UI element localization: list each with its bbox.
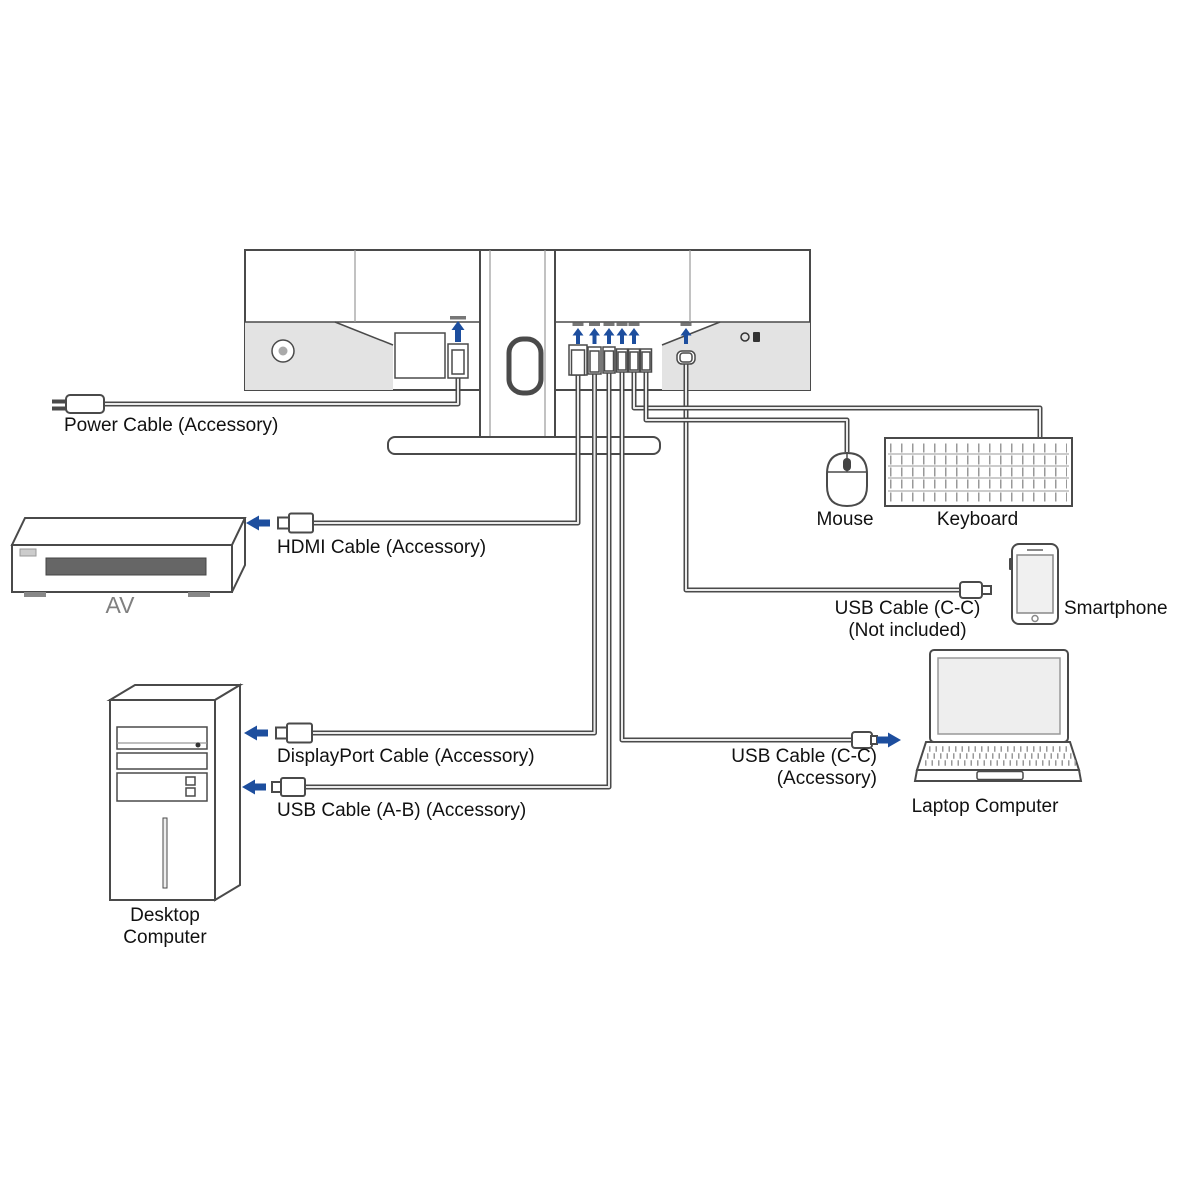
- hdmi-connector-tip: [277, 516, 290, 530]
- left-arrow-icon: [246, 515, 270, 531]
- usb-cc-phone-label-line1: USB Cable (C-C): [834, 598, 981, 619]
- phone-home-button: [1031, 614, 1039, 623]
- desktop-label-line1: Desktop: [130, 905, 200, 926]
- av-display: [19, 548, 37, 557]
- av-foot-left: [24, 592, 46, 597]
- power-prong-top: [52, 399, 66, 404]
- drive-bay-1: [116, 726, 208, 750]
- tower-side: [214, 683, 241, 902]
- up-arrow-icon: [628, 328, 640, 344]
- kensington-lock-icon: [740, 332, 750, 342]
- left-arrow-icon: [244, 725, 268, 741]
- power-plug-body: [65, 394, 105, 414]
- power-cable-label: Power Cable (Accessory): [64, 415, 279, 436]
- usb-ab-connector-body: [280, 777, 306, 797]
- displayport-connector-body: [286, 722, 313, 744]
- laptop: [913, 649, 1083, 782]
- keyboard-label: Keyboard: [936, 509, 1019, 530]
- cable-management-hole: [506, 336, 544, 396]
- power-plug: [451, 349, 465, 375]
- usb-cc-laptop-label-line1: USB Cable (C-C): [731, 746, 877, 767]
- tower-vent-slot: [162, 817, 168, 889]
- usb-a-plug-1: [629, 351, 639, 371]
- port-arrows: [451, 321, 692, 344]
- usb-c-plug-2: [679, 352, 693, 363]
- usb-c-plug-1: [617, 351, 627, 371]
- desktop-tower: [106, 683, 244, 902]
- connectors: [52, 394, 992, 797]
- up-arrow-icon: [589, 328, 600, 344]
- monitor-left-shade: [245, 322, 393, 390]
- cables: [104, 361, 1043, 790]
- mouse-scroll-wheel: [843, 458, 851, 471]
- usb-ab-cable-line: [305, 369, 612, 790]
- usb-ab-connector-tip: [271, 781, 282, 793]
- laptop-screen: [937, 657, 1061, 735]
- hdmi-connector-body: [288, 512, 314, 534]
- up-arrow-icon: [603, 328, 615, 344]
- panel-button-1: [185, 776, 196, 786]
- disc-tray: [45, 557, 207, 576]
- mouse-device: [826, 451, 868, 508]
- desktop-label: Desktop Computer: [95, 905, 235, 949]
- vent-panel: [394, 332, 446, 379]
- usb-cc-phone-label-line2: (Not included): [848, 620, 967, 641]
- lock-slot-icon: [753, 332, 760, 342]
- displayport-plug: [589, 350, 600, 373]
- up-arrow-icon: [680, 328, 692, 344]
- av-label: AV: [105, 592, 135, 618]
- hdmi-plug: [570, 349, 586, 376]
- up-arrow-icon: [616, 328, 628, 344]
- drive-bay-2: [116, 752, 208, 770]
- av-foot-right: [188, 592, 210, 597]
- phone-screen: [1016, 554, 1054, 614]
- screw-center: [278, 346, 288, 356]
- laptop-touchpad: [976, 770, 1024, 781]
- av-top: [10, 517, 247, 546]
- usb-b-plug: [603, 350, 615, 372]
- right-arrow-icon: [877, 732, 901, 748]
- smartphone-label: Smartphone: [1064, 598, 1168, 619]
- monitor-left-bevel: [334, 321, 394, 346]
- mouse-label: Mouse: [816, 509, 874, 530]
- keyboard-device: [884, 437, 1073, 507]
- usb-cc-phone-connector-tip: [981, 585, 992, 595]
- usb-cc-laptop-label: USB Cable (C-C) (Accessory): [697, 746, 877, 790]
- displayport-connector-tip: [275, 726, 288, 740]
- up-arrow-icon: [572, 328, 584, 344]
- desktop-label-line2: Computer: [123, 927, 207, 948]
- hdmi-cable-label: HDMI Cable (Accessory): [277, 537, 487, 558]
- usb-cc-laptop-label-line2: (Accessory): [776, 768, 877, 789]
- monitor-right-bevel: [661, 321, 721, 346]
- power-prong-bottom: [52, 406, 66, 411]
- stand-base: [387, 436, 661, 455]
- usb-cc-phone-label: USB Cable (C-C) (Not included): [810, 598, 1005, 642]
- up-arrow-icon: [451, 321, 465, 342]
- displayport-cable-label: DisplayPort Cable (Accessory): [277, 746, 535, 767]
- left-arrow-icon: [242, 779, 266, 795]
- usb-a-plug-2: [641, 351, 651, 371]
- usb-cc-laptop-connector-tip: [870, 735, 878, 745]
- usb-cc-phone-connector-body: [959, 581, 983, 599]
- usb-cc-laptop-cable-line: [619, 368, 852, 743]
- usb-ab-cable-label: USB Cable (A-B) (Accessory): [277, 800, 527, 821]
- av-player: [10, 517, 247, 597]
- power-led: [195, 742, 201, 748]
- laptop-label: Laptop Computer: [911, 796, 1059, 817]
- panel-button-2: [185, 787, 196, 797]
- smartphone-device: [1009, 543, 1059, 625]
- monitor-right-shade: [662, 322, 810, 390]
- mouse-body: [826, 451, 868, 508]
- port-labels: [450, 316, 692, 326]
- ports: [447, 343, 696, 379]
